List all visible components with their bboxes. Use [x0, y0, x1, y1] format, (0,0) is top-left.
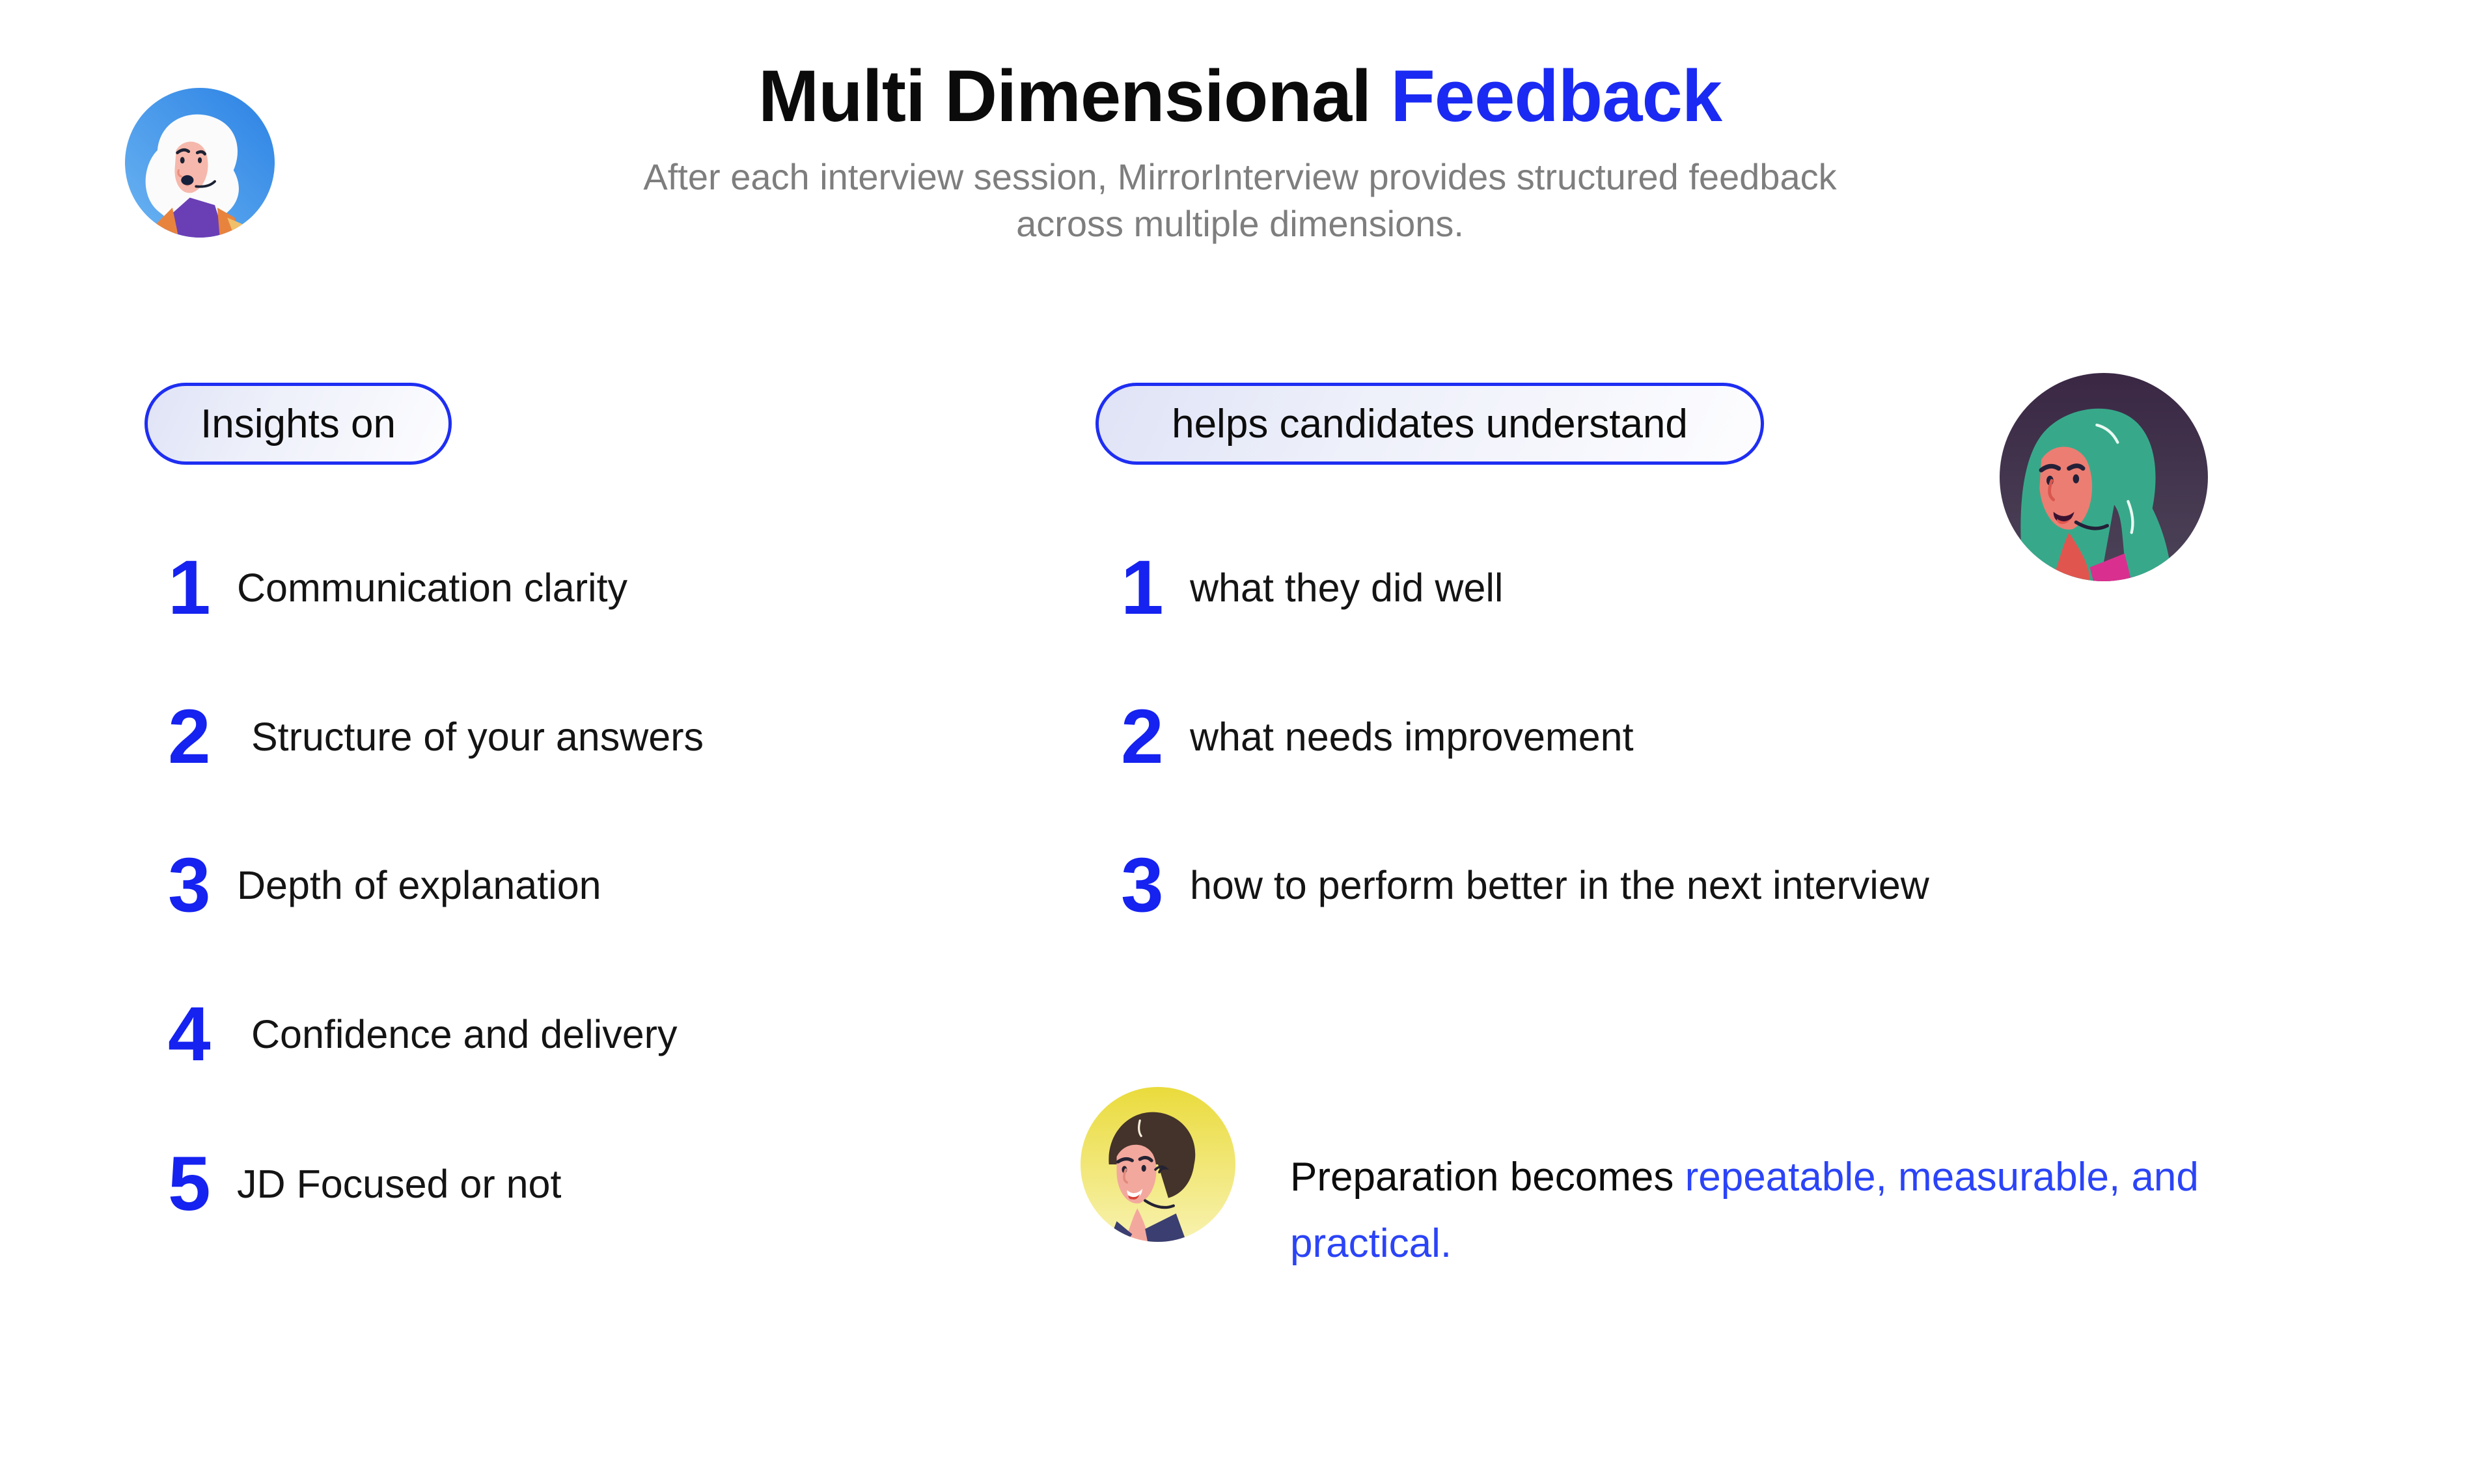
item-label: Depth of explanation	[237, 863, 601, 907]
page-title: Multi Dimensional Feedback	[0, 57, 2480, 135]
list-item: 1 what they did well	[1121, 539, 1503, 637]
item-label: Communication clarity	[237, 566, 628, 610]
list-item: 2 what needs improvement	[1121, 688, 1634, 786]
helps-candidates-pill-label: helps candidates understand	[1172, 401, 1688, 447]
subtitle: After each interview session, MirrorInte…	[0, 154, 2480, 247]
item-label: Confidence and delivery	[251, 1012, 678, 1056]
subtitle-line-1: After each interview session, MirrorInte…	[643, 156, 1837, 197]
list-item: 1 Communication clarity	[168, 539, 627, 637]
list-item: 4 Confidence and delivery	[168, 985, 677, 1083]
item-number: 3	[168, 842, 211, 928]
insights-pill: Insights on	[145, 383, 452, 465]
item-number: 4	[168, 991, 211, 1077]
list-item: 3 how to perform better in the next inte…	[1121, 836, 1929, 934]
man-yellow-circle-avatar	[1081, 1087, 1235, 1242]
item-label: Structure of your answers	[251, 715, 704, 759]
item-label: what needs improvement	[1190, 715, 1634, 759]
item-label: what they did well	[1190, 566, 1504, 610]
item-number: 3	[1121, 842, 1164, 928]
item-label: how to perform better in the next interv…	[1190, 863, 1929, 907]
item-number: 1	[168, 545, 211, 631]
woman-blue-circle-avatar	[125, 88, 275, 238]
helps-candidates-pill: helps candidates understand	[1095, 383, 1764, 465]
item-number: 5	[168, 1141, 211, 1227]
title-black: Multi Dimensional	[758, 55, 1371, 137]
woman-green-hair-avatar	[2000, 373, 2208, 581]
list-item: 3 Depth of explanation	[168, 836, 601, 934]
item-number: 2	[1121, 694, 1164, 780]
item-number: 1	[1121, 545, 1164, 631]
footer-statement: Preparation becomes repeatable, measurab…	[1290, 1144, 2266, 1277]
list-item: 2 Structure of your answers	[168, 688, 704, 786]
footer-black: Preparation becomes	[1290, 1155, 1674, 1200]
item-number: 2	[168, 694, 211, 780]
title-accent: Feedback	[1390, 55, 1722, 137]
insights-pill-label: Insights on	[200, 401, 396, 447]
header: Multi Dimensional Feedback After each in…	[0, 57, 2480, 247]
list-item: 5 JD Focused or not	[168, 1135, 561, 1233]
subtitle-line-2: across multiple dimensions.	[1016, 203, 1464, 244]
item-label: JD Focused or not	[237, 1162, 562, 1206]
footer-blue: repeatable, measurable, and practical.	[1290, 1155, 2199, 1266]
